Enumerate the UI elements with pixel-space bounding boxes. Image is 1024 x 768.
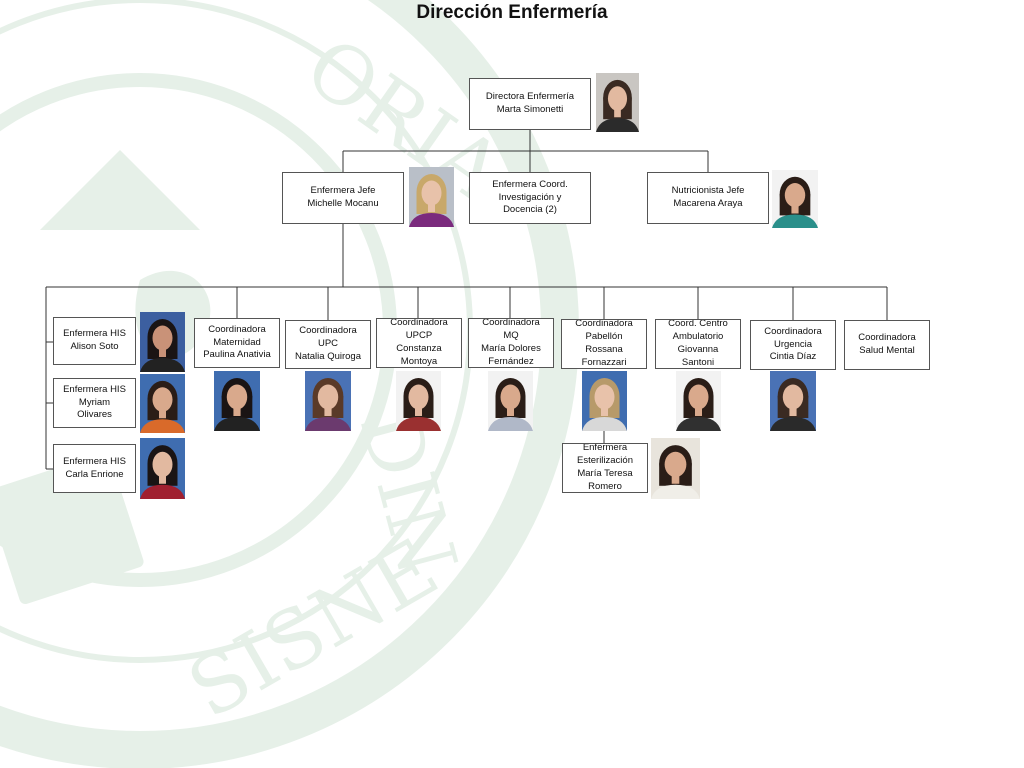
node-person: Paulina Anativia <box>203 349 271 361</box>
photo-marta-simonetti <box>596 73 639 132</box>
node-role: Directora Enfermería <box>485 91 575 103</box>
node-role: Coordinadora <box>390 318 448 329</box>
node-coordinadora-upcp: Coordinadora UPCP Constanza Montoya <box>376 318 462 368</box>
node-coordinadora-maternidad: Coordinadora Maternidad Paulina Anativia <box>194 318 280 368</box>
node-role: Enfermera HIS <box>63 383 126 395</box>
node-enfermera-his-myriam-olivares: Enfermera HIS Myriam Olivares <box>53 378 136 428</box>
node-person: Alison Soto <box>70 341 119 352</box>
photo-michelle-mocanu <box>409 167 454 227</box>
node-role-line3: Docencia (2) <box>503 204 557 216</box>
node-unit: Salud Mental <box>859 345 915 356</box>
node-person-line2: Santoni <box>681 356 715 368</box>
node-enfermera-esterilizacion: Enfermera Esterilización María Teresa Ro… <box>562 443 648 493</box>
node-enfermera-jefe: Enfermera Jefe Michelle Mocanu <box>282 172 404 224</box>
node-unit: UPC <box>317 338 339 350</box>
node-person: María Teresa <box>577 468 633 479</box>
photo-maria-teresa-romero <box>651 438 700 499</box>
node-unit: MQ <box>503 330 519 342</box>
node-coordinadora-upc: Coordinadora UPC Natalia Quiroga <box>285 320 371 369</box>
node-role: Coordinadora <box>764 325 822 337</box>
node-role: Enfermera HIS <box>63 455 126 467</box>
page-title: Dirección Enfermería <box>416 2 608 23</box>
node-person: Rossana <box>585 344 623 355</box>
node-person: Natalia Quiroga <box>294 350 361 362</box>
node-coordinadora-pabellon: Coordinadora Pabellón Rossana Fornazzari <box>561 319 647 369</box>
photo-constanza-montoya <box>396 371 441 431</box>
node-person-line2: Montoya <box>400 355 438 367</box>
node-person-line2: Fernández <box>488 355 534 367</box>
photo-giovanna-santoni <box>676 371 721 431</box>
node-role: Enfermera Jefe <box>310 185 376 197</box>
node-coordinadora-urgencia: Coordinadora Urgencia Cintia Díaz <box>750 320 836 370</box>
node-role: Enfermera <box>582 443 628 454</box>
photo-macarena-araya <box>772 170 818 228</box>
node-role: Coordinadora <box>208 323 266 335</box>
node-role: Coordinadora <box>575 319 633 330</box>
node-directora-enfermeria: Directora Enfermería Marta Simonetti <box>469 78 591 130</box>
node-unit: Esterilización <box>577 455 633 467</box>
node-person: Macarena Araya <box>673 198 743 209</box>
node-unit: Pabellón <box>585 331 623 343</box>
node-person: Myriam <box>78 396 111 408</box>
node-coord-centro-ambulatorio: Coord. Centro Ambulatorio Giovanna Santo… <box>655 319 741 369</box>
node-person: Constanza <box>396 343 442 354</box>
node-role: Enfermera HIS <box>63 328 126 340</box>
photo-myriam-olivares <box>140 374 185 433</box>
node-person: Cintia Díaz <box>769 351 817 363</box>
node-enfermera-his-carla-enrione: Enfermera HIS Carla Enrione <box>53 444 136 493</box>
node-unit: Maternidad <box>213 336 261 348</box>
node-coordinadora-salud-mental: Coordinadora Salud Mental <box>844 320 930 370</box>
node-enfermera-coord-investigacion: Enfermera Coord. Investigación y Docenci… <box>469 172 591 224</box>
node-person-line2: Romero <box>588 480 622 492</box>
node-unit: Ambulatorio <box>672 331 724 343</box>
node-role: Enfermera Coord. <box>492 178 568 190</box>
node-role: Coordinadora <box>482 318 540 329</box>
photo-natalia-quiroga <box>305 371 351 431</box>
node-nutricionista-jefe: Nutricionista Jefe Macarena Araya <box>647 172 769 224</box>
node-person: Carla Enrione <box>65 468 124 480</box>
node-unit: UPCP <box>405 330 433 342</box>
node-person: María Dolores <box>481 343 541 354</box>
node-person: Marta Simonetti <box>496 104 564 115</box>
photo-paulina-anativia <box>214 371 260 431</box>
node-role: Coordinadora <box>858 332 916 344</box>
node-person: Michelle Mocanu <box>307 198 379 209</box>
node-role: Coord. Centro <box>668 319 728 330</box>
node-role-line2: Investigación y <box>498 191 562 203</box>
photo-alison-soto <box>140 312 185 372</box>
node-unit: Urgencia <box>773 338 813 350</box>
node-person-line2: Fornazzari <box>581 356 627 368</box>
node-role: Coordinadora <box>299 325 357 337</box>
photo-maria-dolores-fernandez <box>488 371 533 431</box>
node-role: Nutricionista Jefe <box>671 185 745 197</box>
node-coordinadora-mq: Coordinadora MQ María Dolores Fernández <box>468 318 554 368</box>
node-enfermera-his-alison-soto: Enfermera HIS Alison Soto <box>53 317 136 365</box>
photo-rossana-fornazzari <box>582 371 627 431</box>
photo-carla-enrione <box>140 438 185 499</box>
photo-cintia-diaz <box>770 371 816 431</box>
node-person: Giovanna <box>677 344 719 355</box>
node-person-line2: Olivares <box>77 409 112 421</box>
